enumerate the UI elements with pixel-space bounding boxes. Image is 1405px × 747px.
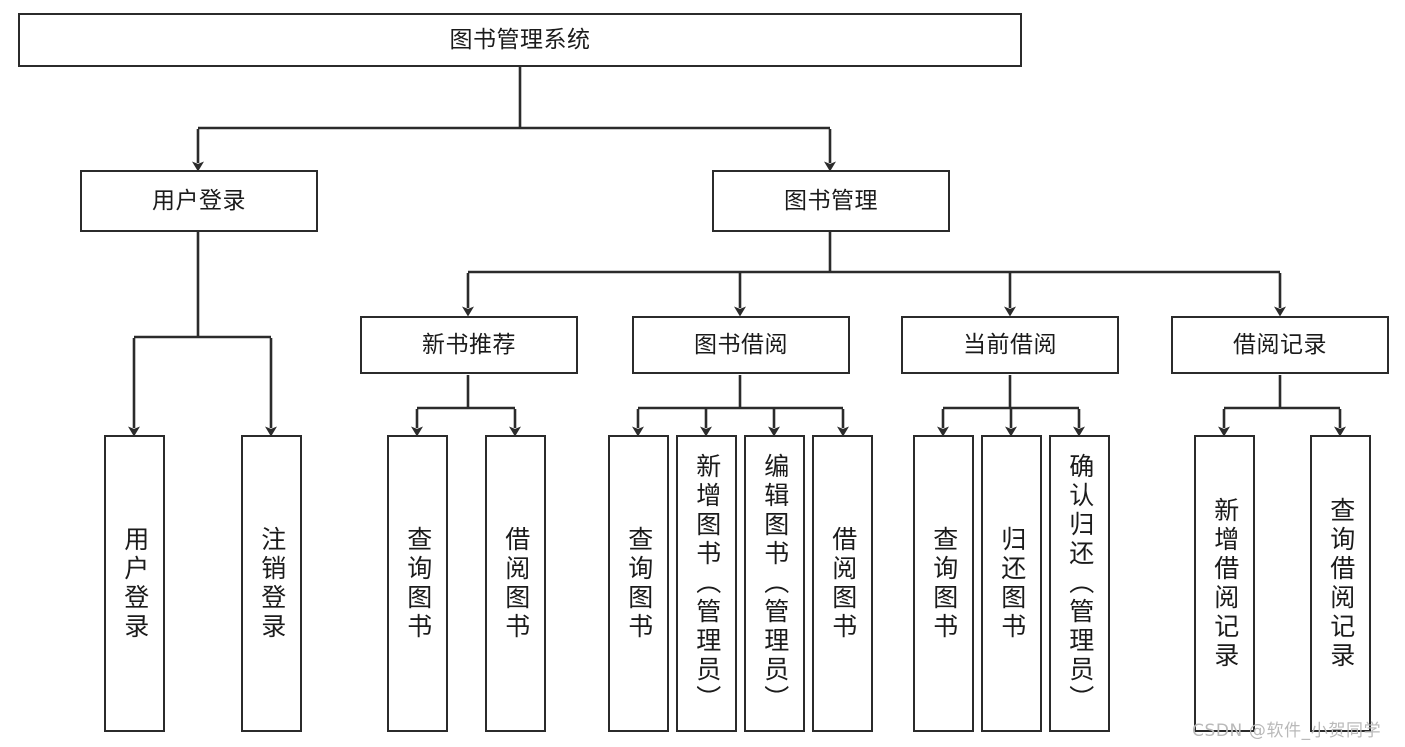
node-leaf-edit-book[interactable]: 编辑图书（管理员） — [744, 435, 805, 732]
node-borrow-record-label: 借阅记录 — [1233, 331, 1327, 358]
node-leaf-confirm-return[interactable]: 确认归还（管理员） — [1049, 435, 1110, 732]
node-root-label: 图书管理系统 — [449, 26, 591, 53]
node-leaf-user-login[interactable]: 用户登录 — [104, 435, 165, 732]
node-leaf-add-book[interactable]: 新增图书（管理员） — [676, 435, 737, 732]
node-leaf-return-book-label: 归还图书 — [997, 525, 1027, 642]
node-leaf-add-record[interactable]: 新增借阅记录 — [1194, 435, 1255, 732]
node-book-manage-label: 图书管理 — [784, 187, 878, 214]
node-leaf-query-book-3[interactable]: 查询图书 — [913, 435, 974, 732]
node-leaf-query-book-1[interactable]: 查询图书 — [387, 435, 448, 732]
node-leaf-add-record-label: 新增借阅记录 — [1210, 496, 1240, 671]
node-root[interactable]: 图书管理系统 — [18, 13, 1022, 67]
node-leaf-borrow-book-2-label: 借阅图书 — [828, 525, 858, 642]
node-book-borrow[interactable]: 图书借阅 — [632, 316, 850, 374]
node-leaf-return-book[interactable]: 归还图书 — [981, 435, 1042, 732]
node-leaf-query-record[interactable]: 查询借阅记录 — [1310, 435, 1371, 732]
node-borrow-record[interactable]: 借阅记录 — [1171, 316, 1389, 374]
node-leaf-query-record-label: 查询借阅记录 — [1326, 496, 1356, 671]
csdn-watermark: CSDN @软件_小贺同学 — [1192, 721, 1382, 741]
node-leaf-edit-book-label: 编辑图书（管理员） — [760, 453, 790, 714]
node-leaf-query-book-1-label: 查询图书 — [403, 525, 433, 642]
node-user-login[interactable]: 用户登录 — [80, 170, 318, 232]
node-user-login-label: 用户登录 — [152, 187, 246, 214]
node-leaf-borrow-book-1[interactable]: 借阅图书 — [485, 435, 546, 732]
node-leaf-logout-login[interactable]: 注销登录 — [241, 435, 302, 732]
node-leaf-borrow-book-2[interactable]: 借阅图书 — [812, 435, 873, 732]
node-leaf-user-login-label: 用户登录 — [120, 525, 150, 642]
node-leaf-borrow-book-1-label: 借阅图书 — [501, 525, 531, 642]
node-leaf-confirm-return-label: 确认归还（管理员） — [1065, 453, 1095, 714]
node-book-borrow-label: 图书借阅 — [694, 331, 788, 358]
node-leaf-add-book-label: 新增图书（管理员） — [692, 453, 722, 714]
node-leaf-query-book-2[interactable]: 查询图书 — [608, 435, 669, 732]
node-leaf-query-book-3-label: 查询图书 — [929, 525, 959, 642]
node-leaf-query-book-2-label: 查询图书 — [624, 525, 654, 642]
node-book-manage[interactable]: 图书管理 — [712, 170, 950, 232]
node-leaf-logout-login-label: 注销登录 — [257, 525, 287, 642]
node-current-borrow[interactable]: 当前借阅 — [901, 316, 1119, 374]
node-current-borrow-label: 当前借阅 — [963, 331, 1057, 358]
node-new-book-recommend-label: 新书推荐 — [422, 331, 516, 358]
node-new-book-recommend[interactable]: 新书推荐 — [360, 316, 578, 374]
